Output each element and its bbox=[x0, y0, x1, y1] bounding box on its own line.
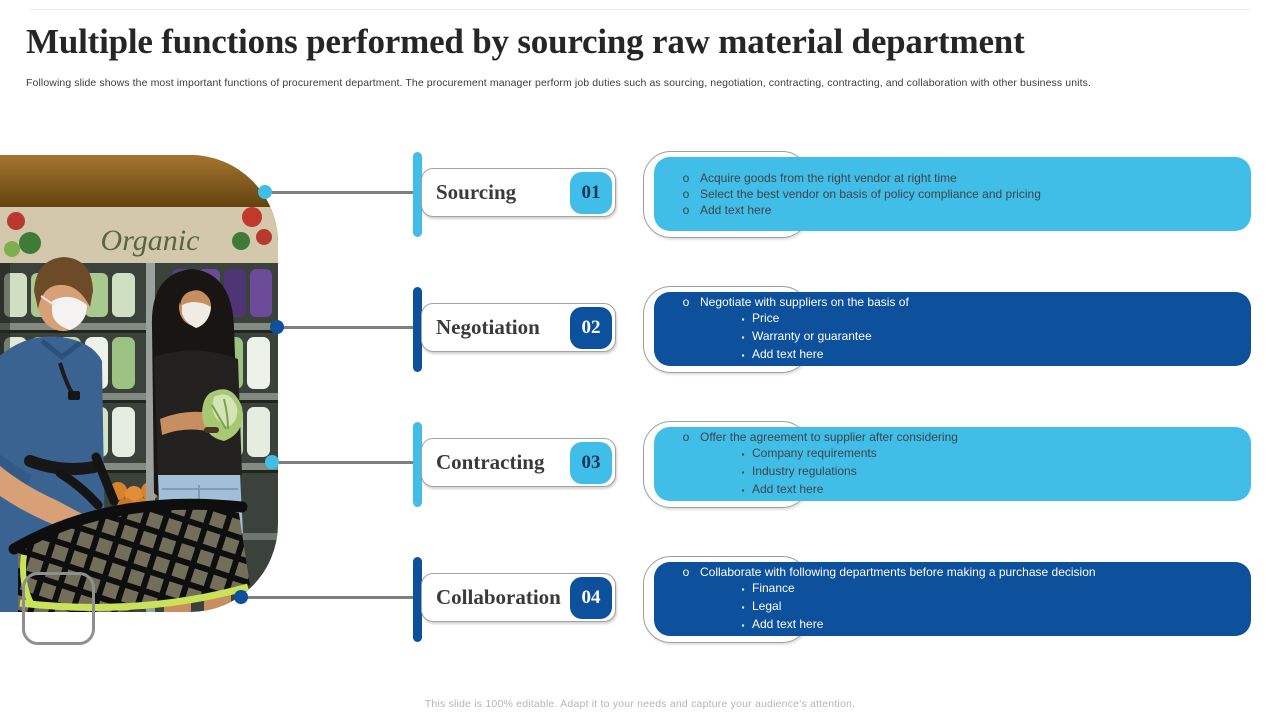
content-group: o Negotiate with suppliers on the basis o… bbox=[643, 286, 1251, 374]
content-box: o Acquire goods from the right vendor at … bbox=[654, 157, 1251, 231]
organic-sign: Organic bbox=[101, 224, 200, 257]
function-label-box: Collaboration 04 bbox=[421, 573, 616, 622]
bullet-marker: ▪ bbox=[741, 486, 745, 495]
bullet-text: Add text here bbox=[700, 203, 772, 217]
bullet-marker: ▪ bbox=[741, 351, 745, 360]
bullet-text: Add text here bbox=[752, 482, 824, 496]
function-label: Collaboration bbox=[436, 585, 561, 609]
number-badge: 04 bbox=[570, 577, 612, 619]
bullet-marker: ▪ bbox=[741, 333, 745, 342]
content-box: o Offer the agreement to supplier after c… bbox=[654, 427, 1251, 501]
bullet-marker: o bbox=[682, 295, 690, 309]
top-divider bbox=[30, 9, 1250, 10]
bullet-text: Company requirements bbox=[752, 446, 877, 460]
bullet-item: ▪ Warranty or guarantee bbox=[734, 328, 1251, 346]
function-label-box: Contracting 03 bbox=[421, 438, 616, 487]
bullet-item: o Acquire goods from the right vendor at … bbox=[672, 170, 1251, 186]
content-group: o Offer the agreement to supplier after c… bbox=[643, 421, 1251, 509]
function-label: Negotiation bbox=[436, 315, 540, 339]
bullet-marker: o bbox=[682, 430, 690, 444]
bullet-item: ▪ Legal bbox=[734, 598, 1251, 616]
connector-dot bbox=[258, 185, 272, 199]
function-label: Sourcing bbox=[436, 180, 517, 204]
bullet-list: o Acquire goods from the right vendor at … bbox=[654, 157, 1251, 231]
bullet-marker: ▪ bbox=[741, 585, 745, 594]
bullet-marker: o bbox=[682, 565, 690, 579]
bullet-list: o Offer the agreement to supplier after c… bbox=[654, 427, 1251, 501]
bullet-marker: ▪ bbox=[741, 468, 745, 477]
content-box: o Collaborate with following departments … bbox=[654, 562, 1251, 636]
bullet-item: o Offer the agreement to supplier after c… bbox=[672, 429, 1251, 445]
bullet-text: Add text here bbox=[752, 617, 824, 631]
bullet-item: o Negotiate with suppliers on the basis o… bbox=[672, 294, 1251, 310]
bullet-marker: ▪ bbox=[741, 450, 745, 459]
connector-line bbox=[272, 461, 413, 464]
bullet-text: Offer the agreement to supplier after co… bbox=[700, 430, 958, 444]
function-label-box: Sourcing 01 bbox=[421, 168, 616, 217]
bullet-text: Negotiate with suppliers on the basis of bbox=[700, 295, 909, 309]
shopping-cart bbox=[8, 452, 250, 612]
connector-dot bbox=[270, 320, 284, 334]
bullet-item: ▪ Add text here bbox=[734, 616, 1251, 634]
number-badge: 02 bbox=[570, 307, 612, 349]
bullet-text: Finance bbox=[752, 581, 795, 595]
number-badge: 01 bbox=[570, 172, 612, 214]
function-label: Contracting bbox=[436, 450, 545, 474]
bullet-item: ▪ Add text here bbox=[734, 481, 1251, 499]
bullet-text: Price bbox=[752, 311, 780, 325]
bullet-text: Warranty or guarantee bbox=[752, 329, 872, 343]
bullet-marker: ▪ bbox=[741, 315, 745, 324]
bullet-marker: o bbox=[682, 171, 690, 185]
bullet-item: ▪ Price bbox=[734, 310, 1251, 328]
connector-line bbox=[265, 191, 413, 194]
bullet-item: ▪ Company requirements bbox=[734, 445, 1251, 463]
bullet-list: o Collaborate with following departments … bbox=[654, 562, 1251, 636]
bullet-text: Legal bbox=[752, 599, 782, 613]
accent-bar bbox=[413, 422, 422, 507]
connector-line bbox=[277, 326, 413, 329]
content-group: o Acquire goods from the right vendor at … bbox=[643, 151, 1251, 239]
function-row: Sourcing 01 o Acquire goods from the righ… bbox=[0, 151, 1280, 239]
woman-figure bbox=[151, 269, 243, 612]
page-title: Multiple functions performed by sourcing… bbox=[26, 22, 1025, 61]
content-group: o Collaborate with following departments … bbox=[643, 556, 1251, 644]
accent-bar bbox=[413, 287, 422, 372]
bullet-text: Add text here bbox=[752, 347, 824, 361]
connector-dot bbox=[265, 455, 279, 469]
store-photo: Organic bbox=[0, 155, 278, 612]
function-row: Negotiation 02 o Negotiate with suppliers… bbox=[0, 286, 1280, 374]
function-row: Contracting 03 o Offer the agreement to s… bbox=[0, 421, 1280, 509]
bullet-item: ▪ Finance bbox=[734, 580, 1251, 598]
bullet-text: Acquire goods from the right vendor at r… bbox=[700, 171, 957, 185]
accent-bar bbox=[413, 557, 422, 642]
connector-dot bbox=[234, 590, 248, 604]
bullet-item: o Select the best vendor on basis of poli… bbox=[672, 186, 1251, 202]
slide-subtitle: Following slide shows the most important… bbox=[26, 77, 1091, 89]
bullet-marker: ▪ bbox=[741, 621, 745, 630]
bullet-item: o Add text here bbox=[672, 202, 1251, 218]
bullet-item: o Collaborate with following departments … bbox=[672, 564, 1251, 580]
bullet-text: Industry regulations bbox=[752, 464, 857, 478]
bullet-item: ▪ Industry regulations bbox=[734, 463, 1251, 481]
bullet-marker: ▪ bbox=[741, 603, 745, 612]
decor-frame bbox=[22, 572, 95, 645]
bullet-item: ▪ Add text here bbox=[734, 346, 1251, 364]
function-row: Collaboration 04 o Collaborate with follo… bbox=[0, 556, 1280, 644]
footer-note: This slide is 100% editable. Adapt it to… bbox=[424, 698, 856, 710]
number-badge: 03 bbox=[570, 442, 612, 484]
bullet-text: Select the best vendor on basis of polic… bbox=[700, 187, 1041, 201]
connector-line bbox=[241, 596, 413, 599]
bullet-list: o Negotiate with suppliers on the basis o… bbox=[654, 292, 1251, 366]
bullet-marker: o bbox=[682, 203, 690, 217]
bullet-text: Collaborate with following departments b… bbox=[700, 565, 1096, 579]
bullet-marker: o bbox=[682, 187, 690, 201]
accent-bar bbox=[413, 152, 422, 237]
function-label-box: Negotiation 02 bbox=[421, 303, 616, 352]
content-box: o Negotiate with suppliers on the basis o… bbox=[654, 292, 1251, 366]
